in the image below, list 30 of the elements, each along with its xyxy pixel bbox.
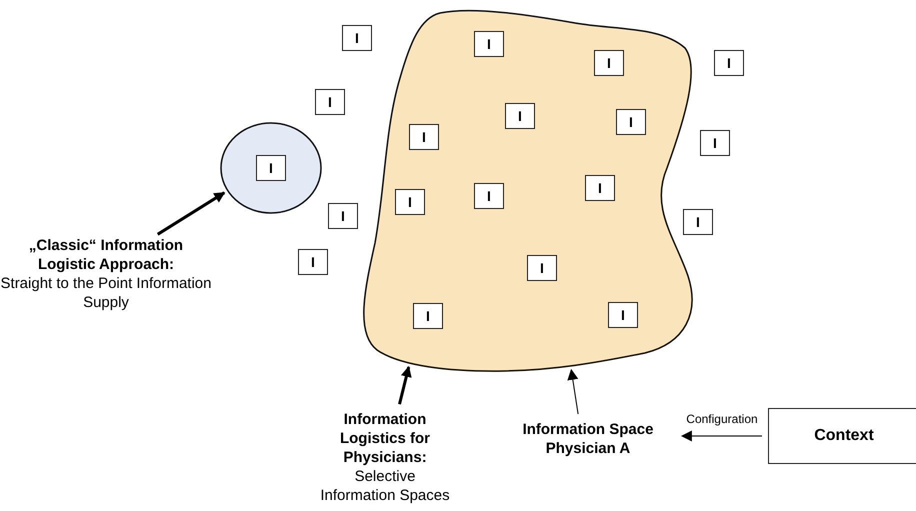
arrow	[680, 430, 762, 442]
callout-text: Selective Information Spaces	[320, 467, 450, 505]
info-box: I	[585, 175, 615, 201]
context-box: Context	[768, 408, 916, 464]
arrow	[156, 191, 226, 236]
info-box: I	[328, 203, 358, 229]
info-box: I	[505, 103, 535, 129]
info-box: I	[315, 89, 345, 115]
info-box: I	[395, 189, 425, 215]
info-box: I	[714, 50, 744, 76]
info-box: I	[608, 302, 638, 328]
info-box: I	[256, 155, 286, 181]
callout-heading: „Classic“ Information Logistic Approach:	[28, 236, 184, 274]
info-box: I	[409, 124, 439, 150]
info-box: I	[700, 130, 730, 156]
info-box: I	[413, 303, 443, 329]
info-box: I	[683, 209, 713, 235]
callout-heading: Information Logistics for Physicians:	[338, 410, 431, 467]
info-box: I	[474, 183, 504, 209]
callout-text: Straight to the Point Information Supply	[0, 274, 212, 312]
arrow	[567, 368, 579, 415]
callout-label: Information Space Physician A	[498, 420, 678, 458]
info-box: I	[594, 50, 624, 76]
info-box: I	[298, 249, 328, 275]
info-box: I	[616, 109, 646, 135]
info-box: I	[474, 31, 504, 57]
edge-label: Configuration	[684, 412, 760, 426]
arrow	[398, 366, 412, 405]
info-box: I	[527, 255, 557, 281]
info-box: I	[342, 25, 372, 51]
